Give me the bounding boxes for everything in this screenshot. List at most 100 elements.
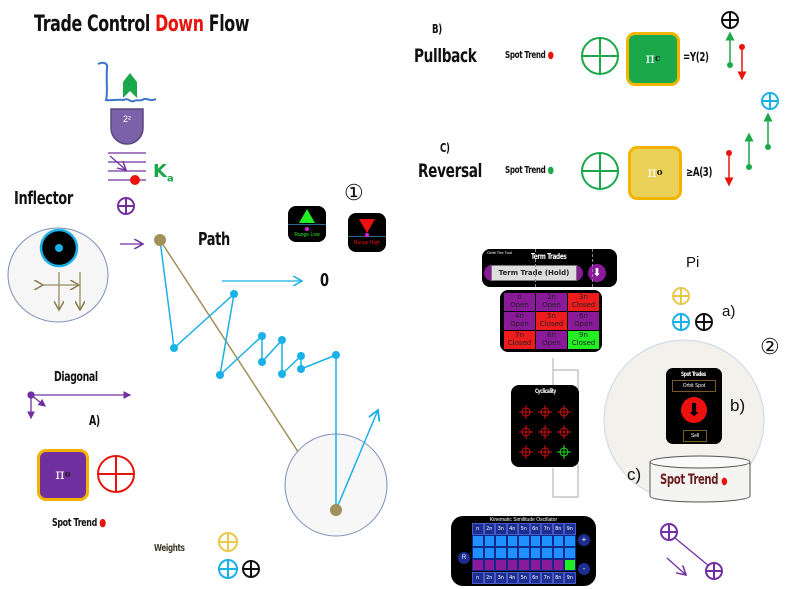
oscillator-cell[interactable] xyxy=(495,535,507,547)
pi-symbol: π xyxy=(647,165,657,181)
oscillator-cell[interactable] xyxy=(506,559,518,571)
title-highlight: Down xyxy=(155,12,204,37)
sell-button[interactable]: Sell xyxy=(683,430,707,442)
crosshair-icon xyxy=(519,425,533,439)
oscillator-cell[interactable] xyxy=(472,535,484,547)
pi-title: Pi xyxy=(686,254,700,271)
spot-trend-label-a: Spot Trend ● xyxy=(52,516,106,529)
oscillator-cell[interactable] xyxy=(541,535,553,547)
oscillator-cell[interactable] xyxy=(483,535,495,547)
oscillator-cell[interactable] xyxy=(564,535,576,547)
page-title: Trade Control Down Flow xyxy=(34,12,249,37)
oscillator-header-cell: 3n xyxy=(495,523,507,535)
oscillator-cell[interactable] xyxy=(472,547,484,559)
oscillator-header-cell: 7n xyxy=(541,572,553,584)
oscillator-cell[interactable] xyxy=(483,547,495,559)
pi-spot-trend: Spot Trend ● xyxy=(660,472,728,488)
oscillator-cell[interactable] xyxy=(564,559,576,571)
crosshair-icon xyxy=(519,445,533,459)
cyclicality-grid xyxy=(519,405,571,459)
purple-crosshair-icon xyxy=(117,197,135,215)
pi-subscript: o xyxy=(64,470,71,480)
weights-label: Weights xyxy=(154,543,185,554)
oscillator-cell[interactable] xyxy=(564,547,576,559)
path-points xyxy=(170,290,340,379)
orbit-spot-button[interactable]: Orbit Spot xyxy=(672,380,716,392)
purple-link-icon xyxy=(660,523,723,580)
cell-status: Closed xyxy=(507,339,532,347)
path-point xyxy=(216,371,224,379)
oscillator-header-cell: 8n xyxy=(552,523,564,535)
oscillator-cell[interactable] xyxy=(552,547,564,559)
oscillator-cell[interactable] xyxy=(518,559,530,571)
ladder-badge-shape xyxy=(110,108,144,145)
oscillator-cell[interactable] xyxy=(518,547,530,559)
cyclicality-title: Cyclicality xyxy=(535,388,556,395)
range-low-card[interactable]: Range Low xyxy=(288,206,326,242)
range-high-card[interactable]: Range High xyxy=(348,213,386,252)
oscillator-cell[interactable] xyxy=(518,535,530,547)
path-point xyxy=(258,332,266,340)
cyan-crosshair-icon xyxy=(761,92,779,110)
pi-subscript: c xyxy=(654,54,661,64)
spot-down-arrow-icon[interactable]: ⬇ xyxy=(681,397,707,423)
crosshair-icon xyxy=(519,405,533,419)
spot-trend-red-dot-icon: ● xyxy=(547,50,554,61)
pi-label-c: c) xyxy=(627,465,642,484)
oscillator-minus-button[interactable]: - xyxy=(578,563,590,575)
spot-trades-panel: Spot Trades Orbit Spot ⬇ Sell xyxy=(666,368,722,444)
oscillator-header-cell: 9n xyxy=(564,523,576,535)
reversal-formula: ≥A(3) xyxy=(686,165,713,179)
inflector-circle xyxy=(7,227,109,323)
spot-trend-text: Spot Trend xyxy=(505,165,546,176)
spot-trend-text: Spot Trend xyxy=(52,516,97,529)
crosshair-icon xyxy=(538,445,552,459)
cell-status: Open xyxy=(510,301,529,309)
ladder-badge-label: 2² xyxy=(122,114,131,124)
oscillator-cell[interactable] xyxy=(495,559,507,571)
oscillator-cell[interactable] xyxy=(495,547,507,559)
spot-trades-title: Spot Trades xyxy=(681,371,706,378)
oscillator-cell[interactable] xyxy=(529,559,541,571)
term-trade-hold-button[interactable]: Term Trade (Hold) xyxy=(491,265,577,281)
k-subscript: a xyxy=(166,173,174,185)
cell-label: 8n xyxy=(547,331,556,339)
reversal-title: Reversal xyxy=(418,160,482,182)
cell-label: n xyxy=(517,293,522,301)
spot-trend-drum xyxy=(649,455,751,503)
term-down-arrow-icon[interactable]: ⬇ xyxy=(588,264,606,282)
oscillator-plus-button[interactable]: + xyxy=(578,534,590,546)
oscillator-header-cell: 2n xyxy=(483,523,495,535)
oscillator-cell[interactable] xyxy=(552,559,564,571)
oscillator-reset-button[interactable]: R xyxy=(458,552,470,564)
crosshair-icon xyxy=(557,405,571,419)
oscillator-cell[interactable] xyxy=(506,547,518,559)
cell-label: 6n xyxy=(579,312,588,320)
oscillator-cell[interactable] xyxy=(483,559,495,571)
oscillator-header-cell: 3n xyxy=(495,572,507,584)
oscillator-cell[interactable] xyxy=(506,535,518,547)
oscillator-cell[interactable] xyxy=(472,559,484,571)
black-crosshair-icon xyxy=(721,11,739,29)
oscillator-header-cell: 9n xyxy=(564,572,576,584)
oscillator-cell[interactable] xyxy=(541,559,553,571)
oscillator-cell[interactable] xyxy=(529,535,541,547)
oscillator-cell[interactable] xyxy=(529,547,541,559)
oscillator-cell[interactable] xyxy=(552,535,564,547)
oscillator-header-cell: 5n xyxy=(518,523,530,535)
pi-symbol: π xyxy=(55,467,65,483)
crosshair-icon xyxy=(538,425,552,439)
cell-status: Closed xyxy=(571,301,596,309)
oscillator-cell[interactable] xyxy=(541,547,553,559)
